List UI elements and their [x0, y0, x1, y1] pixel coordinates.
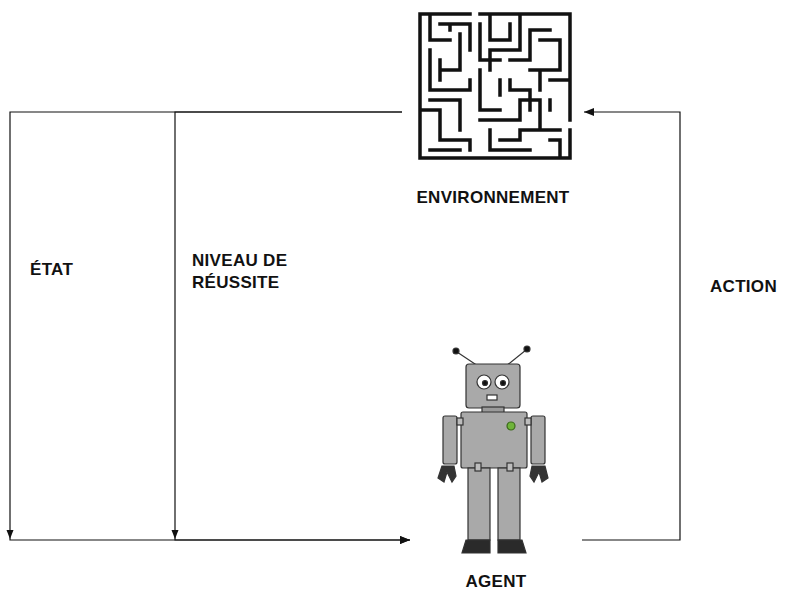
robot-antenna-tip — [453, 348, 459, 354]
flow-arrow — [582, 112, 680, 540]
flow-label: ÉTAT — [30, 259, 120, 281]
robot-antenna-tip — [524, 346, 530, 352]
flow-arrowheads — [7, 530, 179, 539]
robot-foot — [498, 540, 526, 553]
robot-arm — [443, 416, 457, 464]
robot-eye — [495, 375, 509, 389]
robot-joint — [475, 463, 481, 471]
robot-joint — [457, 418, 463, 425]
robot-leg — [498, 468, 520, 540]
robot-mouth — [487, 395, 497, 400]
robot-pupil — [501, 381, 506, 386]
flow-label: NIVEAU DE RÉUSSITE — [192, 250, 310, 294]
flow-arrow — [10, 112, 410, 540]
flow-label: ACTION — [710, 276, 794, 298]
robot-illustration — [438, 346, 548, 553]
maze-illustration — [420, 14, 570, 158]
node-label: ENVIRONNEMENT — [416, 188, 569, 208]
robot-body — [461, 412, 527, 468]
robot-arm — [531, 416, 545, 464]
robot-claw — [530, 466, 548, 482]
robot-head — [466, 364, 520, 408]
node-label: AGENT — [466, 572, 527, 592]
flow-arrow — [175, 112, 410, 540]
robot-foot — [462, 540, 490, 553]
down-arrowhead — [7, 530, 14, 539]
robot-claw — [438, 466, 456, 482]
down-arrowhead — [172, 530, 179, 539]
robot-eye — [477, 375, 491, 389]
robot-button — [507, 422, 515, 430]
robot-leg — [468, 468, 490, 540]
environment-node: ENVIRONNEMENT — [402, 10, 584, 208]
agent-node: AGENT — [410, 340, 582, 592]
robot-pupil — [483, 381, 488, 386]
robot-joint — [507, 463, 513, 471]
robot-joint — [525, 418, 531, 425]
